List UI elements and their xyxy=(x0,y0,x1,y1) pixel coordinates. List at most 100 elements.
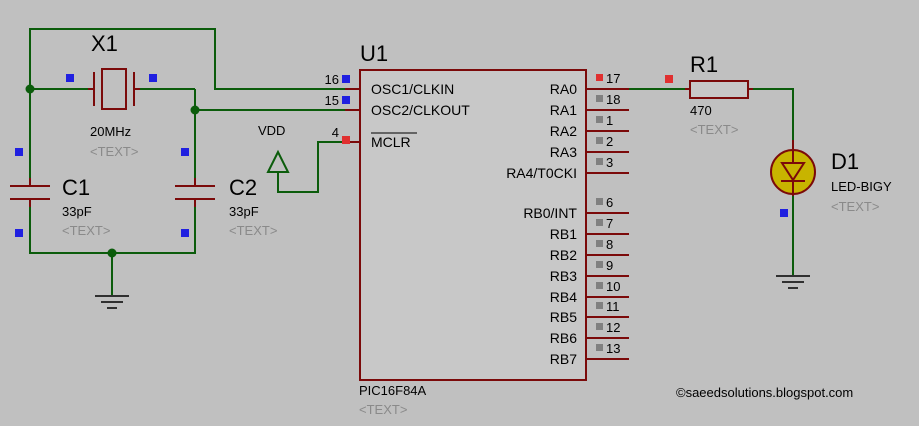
capacitor-c2[interactable]: C2 33pF <TEXT> xyxy=(175,175,277,238)
pin-number: 2 xyxy=(606,134,613,149)
pin-number: 18 xyxy=(606,92,620,107)
pin-name: RB6 xyxy=(550,330,577,346)
ground-symbol xyxy=(776,275,810,289)
pin-marker xyxy=(342,136,350,144)
pin-number: 11 xyxy=(606,299,620,314)
led-d1[interactable]: D1 LED-BIGY <TEXT> xyxy=(770,140,892,214)
pin-marker xyxy=(596,219,603,226)
r1-value: 470 xyxy=(690,103,712,118)
ground-symbol xyxy=(95,295,129,309)
junction-dot xyxy=(107,248,117,258)
pin-number: 8 xyxy=(606,237,613,252)
vdd-terminal[interactable]: VDD xyxy=(258,123,290,173)
d1-text-placeholder: <TEXT> xyxy=(831,199,879,214)
pin-marker xyxy=(66,74,74,82)
r1-text-placeholder: <TEXT> xyxy=(690,122,738,137)
pin-marker xyxy=(181,229,189,237)
pin-number: 9 xyxy=(606,258,613,273)
wire-vdd-mclr xyxy=(277,141,345,193)
r1-marker xyxy=(665,75,673,83)
pin-number: 6 xyxy=(606,195,613,210)
pin-marker xyxy=(342,75,350,83)
pin-name: RB4 xyxy=(550,289,577,305)
pin-name: RB5 xyxy=(550,309,577,325)
c2-ref: C2 xyxy=(229,175,257,200)
pin-marker xyxy=(780,209,788,217)
crystal-x1[interactable]: X1 20MHz <TEXT> xyxy=(88,31,140,159)
pin-marker xyxy=(596,323,603,330)
junction-dot xyxy=(25,84,35,94)
pin-marker xyxy=(596,74,603,81)
pin-marker xyxy=(596,302,603,309)
junction-dot xyxy=(190,105,200,115)
c2-text-placeholder: <TEXT> xyxy=(229,223,277,238)
pin-marker xyxy=(596,137,603,144)
mcu-body xyxy=(359,69,587,381)
crystal-value: 20MHz xyxy=(90,124,131,139)
pin-name: RB7 xyxy=(550,351,577,367)
pin-name: RB3 xyxy=(550,268,577,284)
mcu-ref: U1 xyxy=(360,41,388,66)
pin-number: 12 xyxy=(606,320,620,335)
pin-name: RA0 xyxy=(550,81,577,97)
pin-marker xyxy=(596,240,603,247)
wire-r1-led xyxy=(753,88,794,140)
pin-number: 15 xyxy=(325,93,339,108)
pin-marker xyxy=(181,148,189,156)
mcu-right-pins: 17RA018RA11RA22RA33RA4/T0CKI6RB0/INT7RB1… xyxy=(506,71,629,367)
capacitor-c1[interactable]: C1 33pF <TEXT> xyxy=(10,175,110,238)
r1-ref: R1 xyxy=(690,52,718,77)
pin-marker xyxy=(596,158,603,165)
pin-marker xyxy=(15,229,23,237)
d1-value: LED-BIGY xyxy=(831,179,892,194)
pin-name: RA1 xyxy=(550,102,577,118)
resistor-r1[interactable]: R1 470 <TEXT> xyxy=(665,52,753,137)
wire-osc2 xyxy=(194,89,345,111)
pin-marker xyxy=(596,116,603,123)
pin-number: 3 xyxy=(606,155,613,170)
crystal-text-placeholder: <TEXT> xyxy=(90,144,138,159)
junctions xyxy=(25,84,200,258)
copyright-text: ©saeedsolutions.blogspot.com xyxy=(676,385,853,400)
mcu-u1[interactable]: U1 PIC16F84A <TEXT> 16OSC1/CLKIN15OSC2/C… xyxy=(325,41,629,417)
pin-number: 17 xyxy=(606,71,620,86)
pin-marker xyxy=(596,344,603,351)
pin-marker xyxy=(596,261,603,268)
pin-marker xyxy=(596,282,603,289)
pin-marker xyxy=(596,95,603,102)
vdd-label: VDD xyxy=(258,123,285,138)
wires xyxy=(29,28,794,295)
pin-name: RB2 xyxy=(550,247,577,263)
crystal-ref: X1 xyxy=(91,31,118,56)
pin-name: OSC1/CLKIN xyxy=(371,81,454,97)
pin-name: MCLR xyxy=(371,134,411,150)
pin-marker xyxy=(596,198,603,205)
pin-marker xyxy=(342,96,350,104)
pin-name: RA4/T0CKI xyxy=(506,165,577,181)
wire-caps-bottom xyxy=(29,200,196,254)
pin-marker xyxy=(149,74,157,82)
pin-number: 1 xyxy=(606,113,613,128)
c1-value: 33pF xyxy=(62,204,92,219)
wire-osc1-loop xyxy=(29,28,345,90)
pin-number: 13 xyxy=(606,341,620,356)
